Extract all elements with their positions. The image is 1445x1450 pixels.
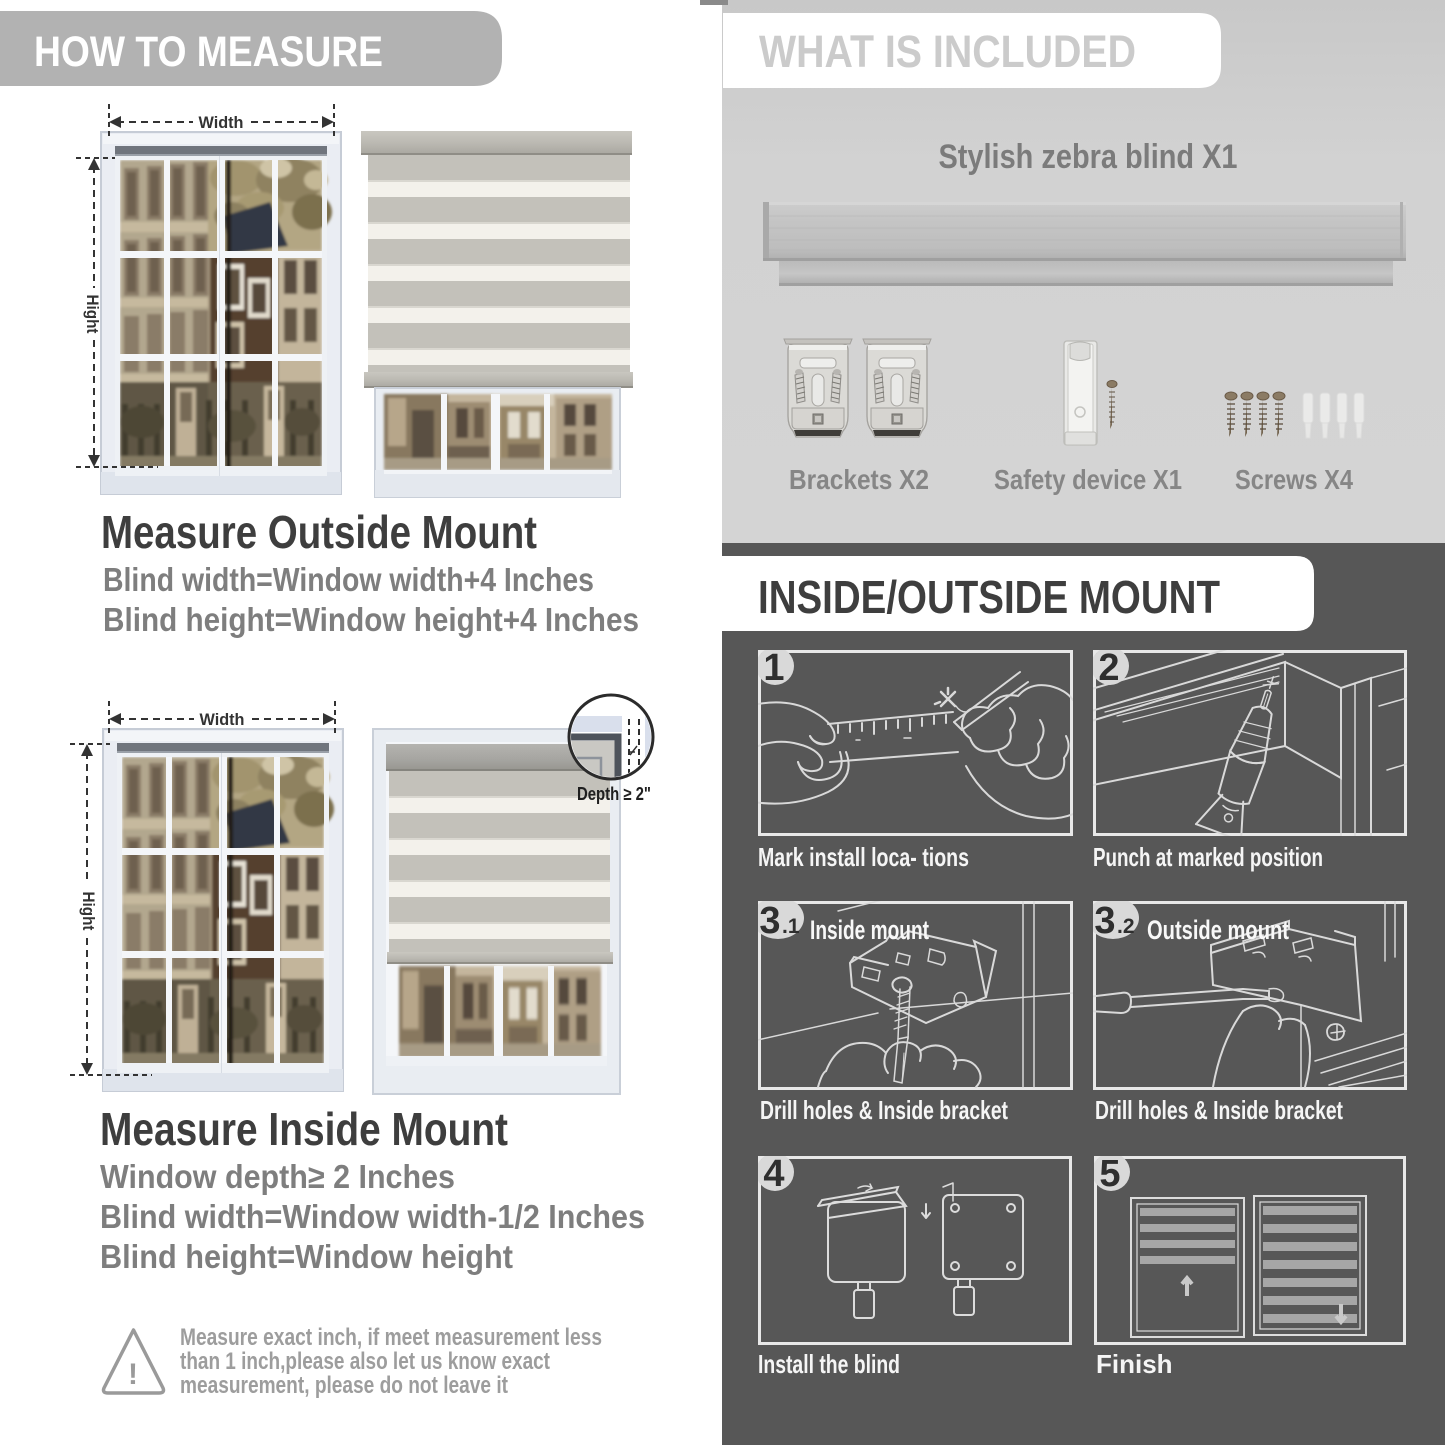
svg-text:than 1 inch,please also let us: than 1 inch,please also let us know exac… bbox=[180, 1348, 550, 1375]
svg-text:2: 2 bbox=[1098, 647, 1119, 689]
svg-text:Punch at marked position: Punch at marked position bbox=[1093, 842, 1323, 872]
svg-text:Depth ≥ 2": Depth ≥ 2" bbox=[577, 784, 651, 804]
svg-text:Finish: Finish bbox=[1096, 1349, 1173, 1379]
svg-text:.2: .2 bbox=[1117, 915, 1135, 938]
svg-text:Brackets X2: Brackets X2 bbox=[789, 464, 929, 495]
svg-text:Blind width=Window width-1/2 I: Blind width=Window width-1/2 Inches bbox=[100, 1198, 645, 1235]
svg-text:Blind height=Window height: Blind height=Window height bbox=[100, 1238, 513, 1275]
svg-text:3: 3 bbox=[759, 900, 780, 942]
svg-text:Outside mount: Outside mount bbox=[1147, 915, 1289, 945]
svg-text:Width: Width bbox=[200, 710, 245, 729]
svg-text:Measure exact inch, if meet me: Measure exact inch, if meet measurement … bbox=[180, 1324, 602, 1351]
svg-text:.1: .1 bbox=[782, 915, 800, 938]
svg-text:Hight: Hight bbox=[83, 295, 102, 334]
svg-text:Drill holes & Inside bracket: Drill holes & Inside bracket bbox=[1095, 1095, 1343, 1125]
svg-text:Hight: Hight bbox=[79, 892, 98, 931]
svg-text:5: 5 bbox=[1099, 1153, 1120, 1195]
svg-text:Stylish zebra blind X1: Stylish zebra blind X1 bbox=[939, 138, 1238, 176]
svg-text:INSIDE/OUTSIDE MOUNT: INSIDE/OUTSIDE MOUNT bbox=[758, 571, 1220, 623]
svg-text:WHAT IS INCLUDED: WHAT IS INCLUDED bbox=[759, 26, 1136, 77]
svg-text:Window depth≥ 2 Inches: Window depth≥ 2 Inches bbox=[100, 1158, 455, 1195]
svg-text:3: 3 bbox=[1094, 900, 1115, 942]
svg-text:Mark install loca- tions: Mark install loca- tions bbox=[758, 842, 969, 872]
svg-text:Blind height=Window height+4 I: Blind height=Window height+4 Inches bbox=[103, 601, 639, 638]
svg-text:Drill holes & Inside bracket: Drill holes & Inside bracket bbox=[760, 1095, 1008, 1125]
svg-text:Screws X4: Screws X4 bbox=[1235, 464, 1353, 495]
svg-text:HOW TO MEASURE: HOW TO MEASURE bbox=[34, 28, 383, 76]
svg-text:4: 4 bbox=[763, 1153, 784, 1195]
svg-text:Safety device X1: Safety device X1 bbox=[994, 464, 1182, 495]
svg-text:Measure Inside Mount: Measure Inside Mount bbox=[100, 1103, 508, 1155]
svg-text:measurement, please do not lea: measurement, please do not leave it bbox=[180, 1372, 508, 1399]
svg-text:Blind width=Window width+4 Inc: Blind width=Window width+4 Inches bbox=[103, 561, 594, 598]
svg-text:Inside mount: Inside mount bbox=[810, 915, 929, 945]
svg-text:Width: Width bbox=[199, 113, 244, 132]
svg-text:Install the blind: Install the blind bbox=[758, 1349, 900, 1379]
svg-text:1: 1 bbox=[763, 647, 784, 689]
svg-text:Measure Outside Mount: Measure Outside Mount bbox=[101, 506, 537, 558]
svg-text:!: ! bbox=[128, 1358, 138, 1391]
